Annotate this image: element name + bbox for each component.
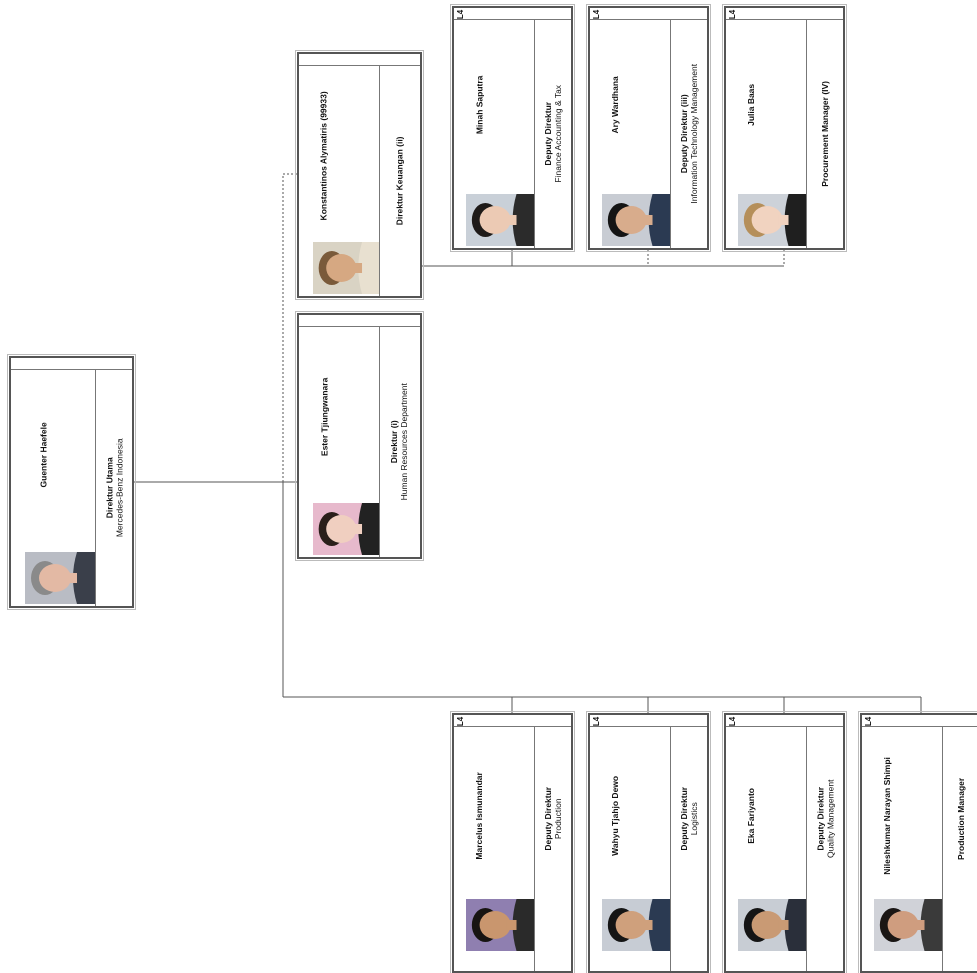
level-label: L4 (864, 716, 874, 726)
employee-name: Ary Wardhana (610, 76, 621, 134)
org-card-director-hr[interactable]: Ester Tjiungwanara Direktur (i) Human Re… (295, 311, 424, 561)
card-header-strip (454, 715, 571, 727)
employee-role: Procurement Manager (IV) (820, 81, 831, 187)
employee-photo (25, 552, 95, 604)
card-name-area: Nileshkumar Narayan Shimpi (870, 727, 906, 905)
card-role-area: Direktur (i) Human Resources Department (381, 327, 419, 557)
org-card-finance-report[interactable]: L4 Julia Baas Procurement Manager (IV) (722, 4, 847, 252)
org-card-root[interactable]: Guenter Haefele Direktur Utama Mercedes-… (7, 354, 136, 610)
card-header-strip (11, 358, 132, 370)
org-card-director-keuangan[interactable]: Konstantinos Alymatiris (99933) Direktur… (295, 50, 424, 300)
employee-name: Julia Baas (746, 83, 757, 127)
card-divider (670, 20, 671, 248)
card-divider (806, 20, 807, 248)
card-header-strip (590, 715, 707, 727)
employee-department: Finance Accounting & Tax (553, 85, 563, 183)
card-name-area: Minah Saputra (462, 20, 498, 190)
employee-photo (602, 899, 670, 951)
card-divider (534, 20, 535, 248)
employee-name: Eka Fariyanto (746, 788, 757, 844)
card-divider (379, 66, 380, 296)
card-divider (670, 727, 671, 971)
level-label: L4 (456, 716, 466, 726)
level-label: L4 (456, 9, 466, 19)
org-card-operations-report[interactable]: L4 Marcelus Ismunandar Deputy Direktur P… (450, 711, 575, 973)
card-role-area: Deputy Direktur Finance Accounting & Tax (536, 20, 571, 248)
card-header-strip (862, 715, 977, 727)
card-name-area: Ester Tjiungwanara (307, 327, 343, 507)
employee-name: Guenter Haefele (39, 422, 50, 488)
level-label: L4 (592, 716, 602, 726)
card-header-strip (726, 715, 843, 727)
org-card-finance-report[interactable]: L4 Ary Wardhana Deputy Direktur (iii) In… (586, 4, 711, 252)
level-label: L4 (728, 9, 738, 19)
card-divider (534, 727, 535, 971)
employee-photo (738, 194, 806, 246)
employee-name: Ester Tjiungwanara (319, 377, 330, 457)
employee-department: Quality Management (825, 779, 835, 859)
employee-name: Konstantinos Alymatiris (99933) (319, 91, 330, 221)
employee-name: Minah Saputra (474, 75, 485, 135)
employee-name: Wahyu Tjahjo Dewo (610, 776, 621, 856)
card-name-area: Ary Wardhana (598, 20, 634, 190)
employee-department: Information Technology Management (689, 64, 699, 204)
card-name-area: Julia Baas (734, 20, 770, 190)
employee-photo (313, 503, 379, 555)
org-card-operations-report[interactable]: L4 Nileshkumar Narayan Shimpi Production… (858, 711, 977, 973)
level-label: L4 (728, 716, 738, 726)
card-header-strip (299, 54, 420, 66)
employee-photo (466, 194, 534, 246)
employee-department: Human Resources Department (399, 383, 410, 501)
employee-photo (313, 242, 379, 294)
employee-name: Nileshkumar Narayan Shimpi (882, 757, 893, 875)
employee-department: Production (553, 798, 564, 840)
employee-photo (874, 899, 942, 951)
card-divider (942, 727, 943, 971)
level-label: L4 (592, 9, 602, 19)
card-role-area: Direktur Keuangan (ii) (381, 66, 419, 296)
card-name-area: Wahyu Tjahjo Dewo (598, 727, 634, 905)
card-role-area: Direktur Utama Mercedes-Benz Indonesia (97, 370, 132, 606)
card-name-area: Guenter Haefele (25, 370, 65, 540)
org-card-operations-report[interactable]: L4 Wahyu Tjahjo Dewo Deputy Direktur Log… (586, 711, 711, 973)
card-role-area: Production Manager (944, 727, 977, 911)
card-role-area: Deputy Direktur (iii) Information Techno… (672, 20, 707, 248)
card-divider (806, 727, 807, 971)
employee-photo (602, 194, 670, 246)
employee-photo (738, 899, 806, 951)
employee-role: Production Manager (956, 777, 967, 861)
card-role-area: Procurement Manager (IV) (808, 20, 843, 248)
card-header-strip (299, 315, 420, 327)
employee-role: Direktur Keuangan (ii) (394, 136, 405, 226)
card-header-strip (454, 8, 571, 20)
org-card-operations-report[interactable]: L4 Eka Fariyanto Deputy Direktur Quality… (722, 711, 847, 973)
card-name-area: Marcelus Ismunandar (462, 727, 498, 905)
card-divider (95, 370, 96, 606)
card-header-strip (726, 8, 843, 20)
card-name-area: Eka Fariyanto (734, 727, 770, 905)
employee-department: Mercedes-Benz Indonesia (114, 438, 125, 538)
employee-department: Logistics (689, 802, 700, 836)
org-card-finance-report[interactable]: L4 Minah Saputra Deputy Direktur Finance… (450, 4, 575, 252)
card-name-area: Konstantinos Alymatiris (99933) (307, 66, 343, 246)
employee-name: Marcelus Ismunandar (474, 772, 485, 860)
card-role-area: Deputy Direktur Production (536, 727, 571, 911)
employee-photo (466, 899, 534, 951)
card-header-strip (590, 8, 707, 20)
card-divider (379, 327, 380, 557)
card-role-area: Deputy Direktur Logistics (672, 727, 707, 911)
card-role-area: Deputy Direktur Quality Management (808, 727, 843, 911)
employee-role: Direktur Utama (104, 457, 115, 519)
